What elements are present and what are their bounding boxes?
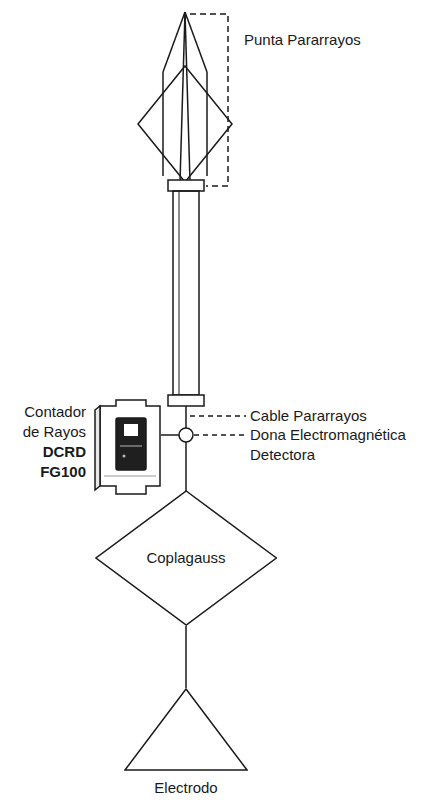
counter-device (100, 400, 160, 494)
rod-tip-line (180, 12, 185, 182)
tip-bracket (190, 14, 228, 186)
counter-marking (104, 476, 156, 477)
counter-panel (116, 418, 146, 470)
counter-marking (120, 446, 142, 447)
detector-ring (179, 428, 193, 442)
rod-tip-line (162, 72, 164, 176)
connector-line (185, 626, 187, 688)
part-label: Contador de Rayos (4, 402, 86, 442)
counter-led (123, 455, 126, 458)
part-label: Dona Electromagnética Detectora (250, 425, 428, 465)
node-label: Electrodo (154, 778, 217, 798)
rod-tube-line (179, 191, 180, 395)
node-outline-shape (96, 491, 276, 625)
part-label: Cable Pararrayos (250, 406, 430, 426)
cable (185, 406, 187, 428)
electrode-triangle: Electrodo (124, 688, 248, 800)
rod-tip-line (185, 12, 207, 72)
part-label: Punta Pararrayos (244, 30, 424, 50)
rod-collar (168, 180, 204, 191)
node-outline-shape (125, 689, 247, 770)
rod-tube (173, 191, 199, 395)
counter-display (124, 424, 138, 436)
leader-line (190, 415, 246, 417)
counter-wire (161, 434, 179, 436)
rod-tip-line (206, 72, 208, 176)
rod-tip-line (163, 12, 185, 72)
rod-tip-diamond (138, 66, 232, 182)
part-label: DCRD FG100 (4, 442, 86, 482)
counter-device-side (95, 406, 100, 490)
cable (185, 442, 187, 492)
rod-tip-line (185, 12, 190, 182)
decision-diamond: Coplagauss (95, 490, 277, 626)
node-label: Coplagauss (146, 548, 225, 568)
rod-collar (168, 395, 204, 406)
leader-line (194, 434, 246, 436)
